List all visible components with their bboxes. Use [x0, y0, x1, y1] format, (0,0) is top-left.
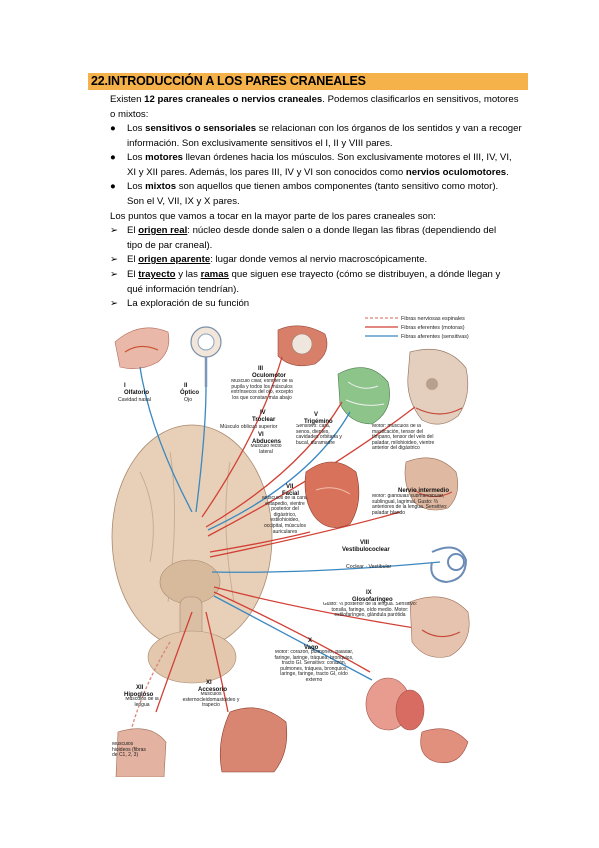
label-accesorio-num: XI — [206, 680, 212, 686]
figure-legend: Fibras nerviosas espinales Fibras eferen… — [365, 316, 469, 340]
arrow-bullet-icon: ➢ — [110, 254, 119, 265]
vagus-organs-drawing — [365, 677, 469, 764]
label-optico-name: Óptico — [180, 388, 199, 396]
bullet-dot: ● — [110, 152, 116, 163]
label-oculomotor-num: III — [258, 366, 263, 372]
arrow-bullet-icon: ➢ — [110, 269, 119, 280]
legend-afferent: Fibras aferentes (sensitivas) — [401, 334, 469, 340]
label-intermedio-desc: Motor: glándulas submandibular, sublingu… — [372, 494, 447, 516]
label-abducens-num: VI — [258, 432, 264, 438]
inner-ear-drawing — [430, 546, 468, 584]
label-vestibulococlear-desc: Coclear · Vestibular — [346, 564, 392, 570]
label-abducens-name: Abducens — [252, 439, 282, 445]
label-vestibulococlear-num: VIII — [360, 540, 369, 546]
label-troclear-desc: Músculo oblicuo superior — [220, 424, 278, 430]
label-troclear-name: Troclear — [252, 417, 276, 423]
label-trigemino-num: V — [314, 412, 318, 418]
label-glosofaringeo-desc: Gusto: ⅓ posterior de la lengua. Sensiti… — [323, 602, 417, 618]
trigeminal-face-drawing — [337, 367, 390, 425]
label-optico-num: II — [184, 383, 188, 389]
eye-drawing — [190, 326, 222, 387]
label-facial-num: VII — [286, 484, 294, 490]
label-trigemino-desc: Sensitivo: cara, senos, dientes, cavidad… — [296, 424, 342, 446]
arrow-bullet-icon: ➢ — [110, 298, 119, 309]
label-olfatorio-name: Olfatorio — [124, 390, 149, 396]
label-vago-num: X — [308, 638, 312, 644]
label-facial-desc: Músculos de la cara, estapedio, vientre … — [262, 496, 308, 534]
nerve-paths — [127, 356, 441, 743]
label-vago-desc: Motor: corazón, pulmones, paladar, farin… — [275, 650, 354, 683]
label-glosofaringeo-name: Glosofaríngeo — [352, 597, 393, 603]
label-trigemino-name: Trigémino — [304, 419, 333, 425]
glossopharyngeal-drawing — [409, 596, 470, 658]
arrow-bullet-icon: ➢ — [110, 225, 119, 236]
section-heading: 22.INTRODUCCIÓN A LOS PARES CRANEALES — [88, 73, 528, 90]
bullet-dot: ● — [110, 181, 116, 192]
label-hipogloso-desc: Músculos de la lengua — [125, 697, 158, 707]
label-abducens-desc: Músculo recto lateral — [250, 444, 281, 454]
label-intermedio-name: Nervio intermedio — [398, 488, 449, 494]
intermedius-head-drawing — [404, 457, 459, 511]
label-glosofaringeo-num: IX — [366, 590, 372, 596]
facial-head-drawing — [304, 461, 360, 528]
label-oculomotor-desc: Músculo ciliar, esfínter de la pupila y … — [231, 379, 293, 401]
skull-drawing — [407, 348, 469, 425]
label-trigemino-motor-desc: Motor: músculos de la masticación, tenso… — [372, 424, 434, 451]
label-accesorio-name: Accesorio — [198, 687, 227, 693]
cranial-nerves-illustration: Fibras nerviosas espinales Fibras eferen… — [111, 316, 470, 777]
label-hipogloso-name: Hipogloso — [124, 692, 154, 698]
label-olfatorio-desc: Cavidad nasal — [118, 397, 151, 403]
label-hipogloso-num: XII — [136, 685, 144, 691]
brain-base-drawing — [111, 424, 273, 684]
intro-line-1: Existen 12 pares craneales o nervios cra… — [110, 94, 519, 105]
nasal-cavity-drawing — [114, 327, 170, 369]
legend-efferent: Fibras eferentes (motoras) — [401, 325, 465, 331]
label-vestibulococlear-name: Vestibulococlear — [342, 547, 390, 553]
label-troclear-num: IV — [260, 410, 266, 416]
label-vago-name: Vago — [304, 645, 319, 651]
orbit-muscles-drawing — [277, 325, 328, 367]
legend-spinal: Fibras nerviosas espinales — [401, 316, 465, 322]
points-intro: Los puntos que vamos a tocar en la mayor… — [110, 210, 436, 222]
label-hioideos-desc: Músculos hioideos (fibras de C1, 2, 3) — [112, 742, 146, 758]
label-optico-desc: Ojo — [184, 397, 192, 403]
label-oculomotor-name: Oculomotor — [252, 373, 287, 379]
neck-muscles-drawing — [115, 707, 288, 777]
label-facial-name: Facial — [282, 491, 299, 497]
label-accesorio-desc: Músculos esternocleidomastoideo y trapec… — [183, 692, 240, 708]
bullet-dot: ● — [110, 123, 116, 134]
label-olfatorio-num: I — [124, 383, 126, 389]
intro-line-2: o mixtos: — [110, 108, 149, 120]
